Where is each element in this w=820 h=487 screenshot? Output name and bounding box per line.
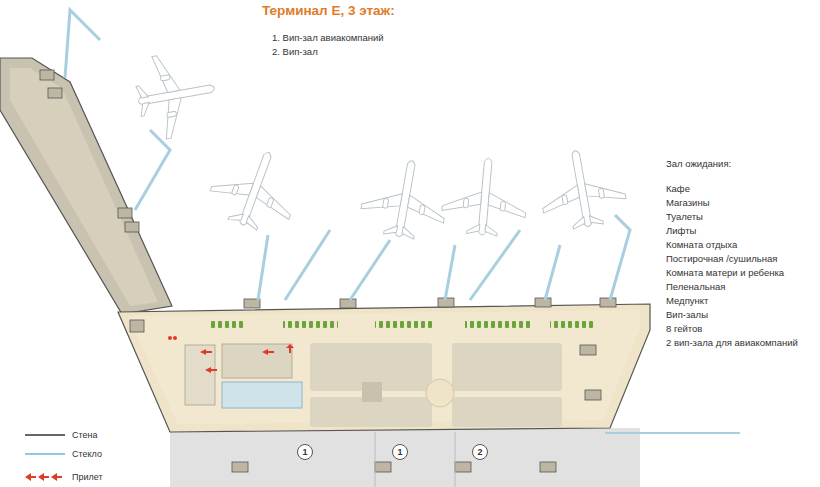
title: Терминал Е, 3 этаж: (262, 3, 395, 19)
legend-label: Стекло (72, 448, 102, 460)
amenity-item: Вип-залы (666, 309, 708, 321)
amenity-item: Комната матери и ребенка (666, 267, 784, 279)
amenity-item: Медпункт (666, 295, 708, 307)
legend-item: 1. Вип-зал авиакомпаний (272, 32, 384, 44)
amenity-item: Зал ожидания: (666, 158, 731, 170)
callout-circle: 2 (472, 444, 488, 460)
callout-number: 1 (302, 447, 307, 457)
amenity-item: Пеленальная (666, 281, 725, 293)
amenity-item: Лифты (666, 225, 696, 237)
amenity-item: Туалеты (666, 211, 703, 223)
legend-label: Прилет (72, 471, 103, 483)
amenity-item: Магазины (666, 197, 709, 209)
amenity-item: Постирочная /сушильная (666, 253, 777, 265)
legend-item: 2. Вип-зал (272, 46, 318, 58)
callout-number: 1 (397, 447, 402, 457)
amenity-item: 2 вип-зала для авиакомпаний (666, 337, 798, 349)
callout-number: 2 (477, 447, 482, 457)
callout-circle: 1 (392, 444, 408, 460)
amenity-item: 8 гейтов (666, 323, 702, 335)
legend-label: Стена (72, 429, 98, 441)
amenity-item: Комната отдыха (666, 239, 737, 251)
callout-circle: 1 (297, 444, 313, 460)
amenity-item: Кафе (666, 183, 690, 195)
